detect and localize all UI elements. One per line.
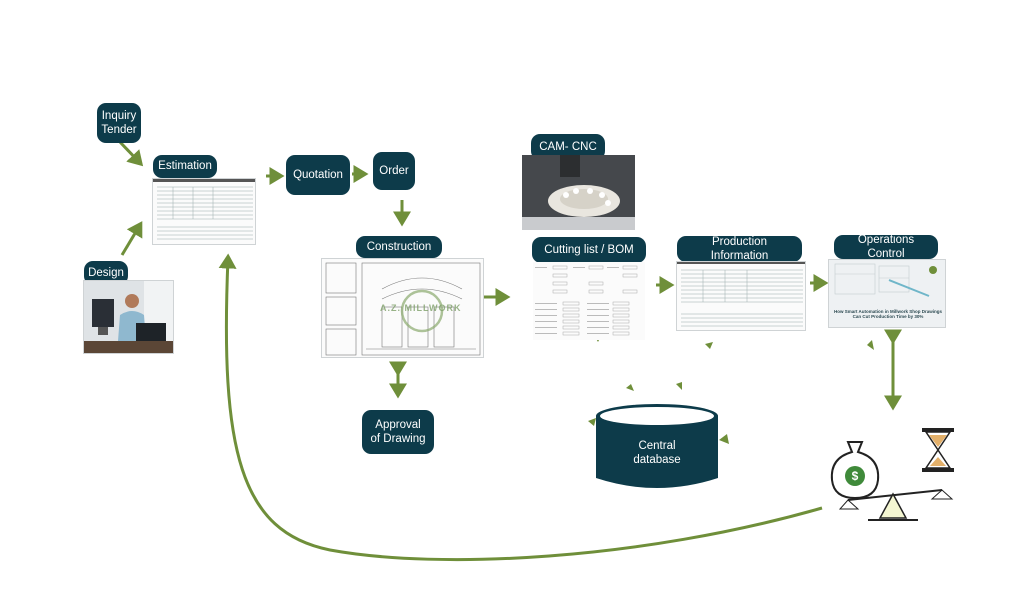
feedback-curve <box>218 253 823 562</box>
cam-cnc-photo-thumbnail <box>522 155 635 230</box>
node-cutting-list-bom: Cutting list / BOM <box>532 237 646 263</box>
node-central-database: Central database <box>633 439 681 466</box>
operations-control-thumbnail: How Smart Automation in Millwork Shop Dr… <box>828 259 946 328</box>
hourglass-icon <box>922 428 954 472</box>
construction-drawing-thumbnail: A.Z. MILLWORK <box>321 258 484 358</box>
database-cylinder-icon <box>596 404 718 488</box>
node-estimation: Estimation <box>153 155 217 178</box>
node-construction: Construction <box>356 236 442 258</box>
cutting-list-form-thumbnail <box>533 262 645 340</box>
node-order: Order <box>373 152 415 190</box>
node-operations-control: Operations Control <box>834 234 938 260</box>
design-photo-thumbnail <box>83 280 174 354</box>
arrow-design-estimation <box>120 221 143 256</box>
money-bag-icon: $ <box>830 441 880 500</box>
svg-text:$: $ <box>852 469 859 483</box>
estimation-sheet-thumbnail <box>152 178 256 245</box>
construction-watermark: A.Z. MILLWORK <box>380 303 462 313</box>
node-approval-of-drawing: Approval of Drawing <box>362 410 434 454</box>
node-production-information: Production Information <box>677 236 802 262</box>
node-inquiry-tender: Inquiry Tender <box>97 103 141 143</box>
arrow-inquiry-estimation <box>118 140 144 167</box>
production-information-sheet-thumbnail <box>676 261 806 331</box>
operations-caption: How Smart Automation in Millwork Shop Dr… <box>833 309 943 320</box>
node-quotation: Quotation <box>286 155 350 195</box>
balance-scale-icon <box>838 489 954 521</box>
